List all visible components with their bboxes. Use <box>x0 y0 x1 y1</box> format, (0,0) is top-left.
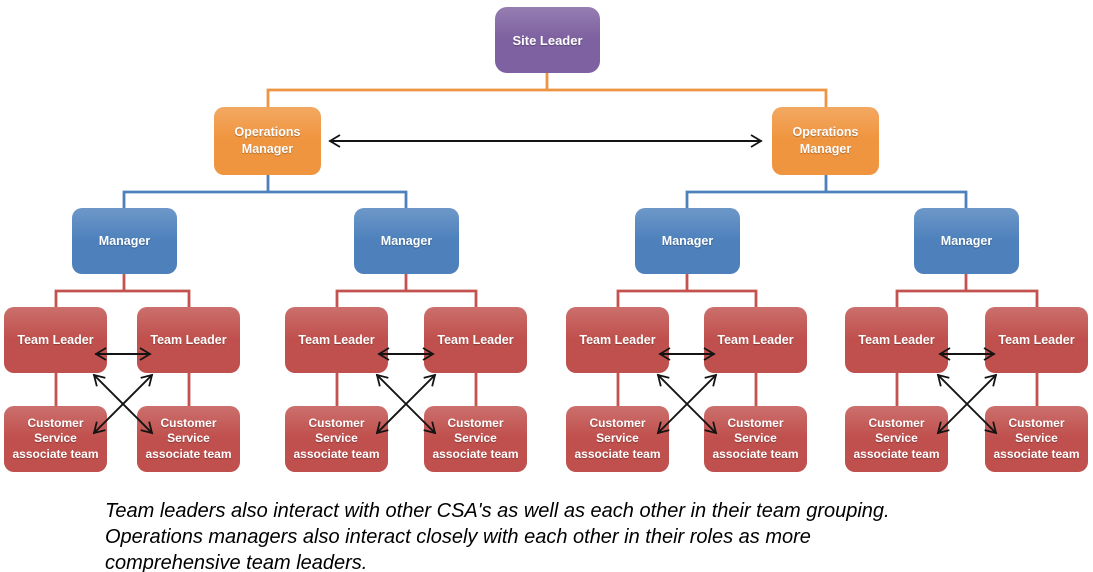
operations-manager-box-1: Operations Manager <box>214 107 321 175</box>
csa-team-label: Customer Service associate team <box>853 415 940 461</box>
connector-ops1-to-managers <box>122 175 408 208</box>
site-leader-box: Site Leader <box>495 7 600 73</box>
csa-team-label: Customer Service associate team <box>12 415 99 461</box>
csa-team-box-1: Customer Service associate team <box>4 406 107 472</box>
manager-label: Manager <box>661 234 714 248</box>
connector-manager2-to-team-leaders <box>335 274 478 307</box>
caption-line-3: comprehensive team leaders. <box>105 552 368 572</box>
team-leader-label: Team Leader <box>17 333 94 347</box>
caption-line-1: Team leaders also interact with other CS… <box>105 500 890 522</box>
connector-site-to-ops <box>266 73 828 107</box>
team-leader-box-2: Team Leader <box>137 307 240 373</box>
team-leader-label: Team Leader <box>298 333 375 347</box>
team-leader-label: Team Leader <box>437 333 514 347</box>
manager-box-1: Manager <box>72 208 177 274</box>
csa-team-label: Customer Service associate team <box>712 415 799 461</box>
csa-team-label: Customer Service associate team <box>432 415 519 461</box>
csa-team-box-8: Customer Service associate team <box>985 406 1088 472</box>
csa-team-box-3: Customer Service associate team <box>285 406 388 472</box>
manager-label: Manager <box>98 234 151 248</box>
site-leader-label: Site Leader <box>512 32 583 48</box>
manager-label: Manager <box>380 234 433 248</box>
connector-team-leaders-to-csa <box>54 373 1039 406</box>
manager-box-3: Manager <box>635 208 740 274</box>
operations-manager-box-2: Operations Manager <box>772 107 879 175</box>
caption: Team leaders also interact with other CS… <box>105 498 890 572</box>
manager-box-4: Manager <box>914 208 1019 274</box>
csa-team-box-2: Customer Service associate team <box>137 406 240 472</box>
operations-manager-label: Operations Manager <box>792 125 859 156</box>
caption-line-2: Operations managers also interact closel… <box>105 526 811 548</box>
team-leader-label: Team Leader <box>150 333 227 347</box>
team-leader-box-1: Team Leader <box>4 307 107 373</box>
csa-team-box-7: Customer Service associate team <box>845 406 948 472</box>
csa-team-label: Customer Service associate team <box>145 415 232 461</box>
manager-box-2: Manager <box>354 208 459 274</box>
csa-team-box-4: Customer Service associate team <box>424 406 527 472</box>
csa-team-box-6: Customer Service associate team <box>704 406 807 472</box>
team-leader-label: Team Leader <box>998 333 1075 347</box>
operations-manager-label: Operations Manager <box>234 125 301 156</box>
team-leader-box-3: Team Leader <box>285 307 388 373</box>
connector-ops2-to-managers <box>685 175 968 208</box>
csa-team-box-5: Customer Service associate team <box>566 406 669 472</box>
manager-label: Manager <box>940 234 993 248</box>
connector-manager3-to-team-leaders <box>616 274 758 307</box>
csa-team-label: Customer Service associate team <box>293 415 380 461</box>
team-leader-box-6: Team Leader <box>704 307 807 373</box>
csa-team-label: Customer Service associate team <box>574 415 661 461</box>
connector-manager4-to-team-leaders <box>895 274 1039 307</box>
team-leader-label: Team Leader <box>579 333 656 347</box>
connector-manager1-to-team-leaders <box>54 274 191 307</box>
team-leader-box-5: Team Leader <box>566 307 669 373</box>
csa-team-label: Customer Service associate team <box>993 415 1080 461</box>
team-leader-box-4: Team Leader <box>424 307 527 373</box>
team-leader-box-7: Team Leader <box>845 307 948 373</box>
team-leader-label: Team Leader <box>858 333 935 347</box>
team-leader-box-8: Team Leader <box>985 307 1088 373</box>
team-leader-label: Team Leader <box>717 333 794 347</box>
